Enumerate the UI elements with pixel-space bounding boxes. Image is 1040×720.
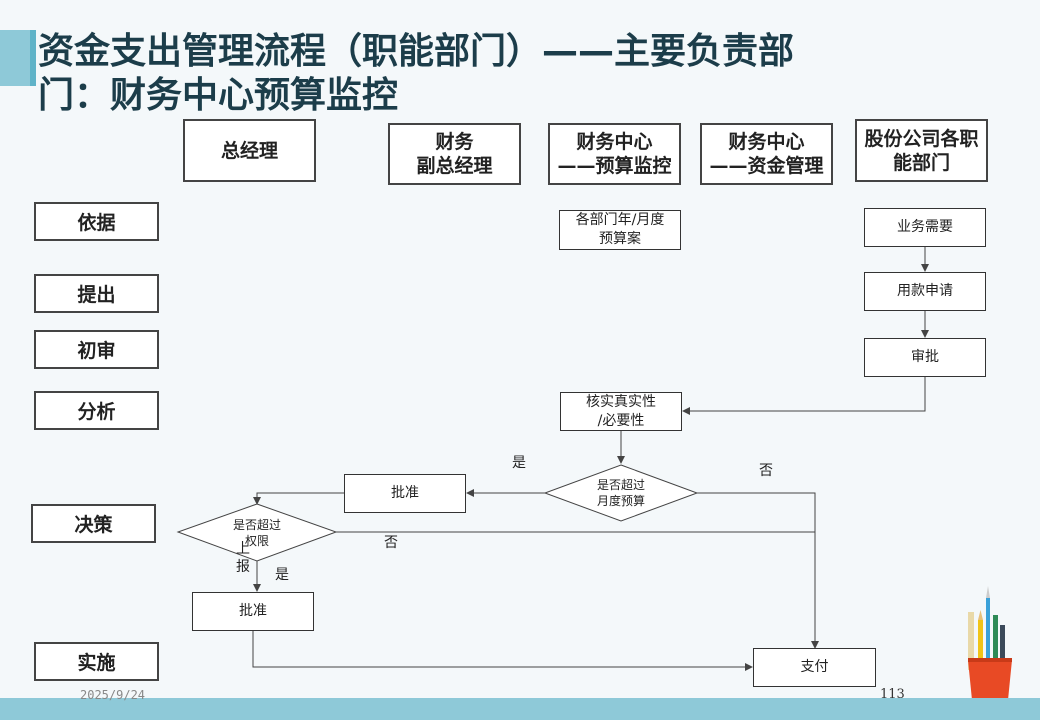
label-yes-1: 是 bbox=[512, 455, 526, 471]
footer-date: 2025/9/24 bbox=[80, 688, 146, 702]
node-business-need: 业务需要 bbox=[864, 208, 986, 247]
stage-basis: 依据 bbox=[34, 202, 159, 241]
stage-preliminary-review: 初审 bbox=[34, 330, 159, 369]
arrow-approve2-to-payment bbox=[252, 630, 753, 671]
node-payment: 支付 bbox=[753, 648, 876, 687]
slide-title: 资金支出管理流程（职能部门）——主要负责部门：财务中心预算监控 bbox=[38, 31, 795, 116]
title-accent-bar-dark bbox=[30, 30, 36, 86]
node-verify-authenticity: 核实真实性 /必要性 bbox=[560, 392, 682, 431]
arrow-approve-to-authority bbox=[253, 492, 344, 505]
label-no-1: 否 bbox=[759, 463, 773, 479]
label-no-2: 否 bbox=[384, 535, 398, 551]
node-budget-plan: 各部门年/月度 预算案 bbox=[559, 210, 681, 250]
decision-over-budget-diamond bbox=[543, 464, 699, 522]
node-approve-1: 批准 bbox=[344, 474, 466, 513]
pencil-cup-icon bbox=[968, 586, 1012, 700]
header-functional-departments: 股份公司各职 能部门 bbox=[855, 119, 988, 182]
title-accent-bar bbox=[0, 30, 30, 86]
node-approve-2: 批准 bbox=[192, 592, 314, 631]
header-finance-vp: 财务 副总经理 bbox=[388, 123, 521, 185]
node-over-budget-text: 是否超过 月度预算 bbox=[596, 478, 645, 508]
arrow-no-to-payment bbox=[697, 492, 819, 649]
stage-implementation: 实施 bbox=[34, 642, 159, 681]
stage-submit: 提出 bbox=[34, 274, 159, 313]
decision-over-authority-diamond bbox=[176, 503, 338, 562]
header-fund-management: 财务中心 ——资金管理 bbox=[700, 123, 833, 185]
header-budget-monitoring: 财务中心 ——预算监控 bbox=[548, 123, 681, 185]
node-payment-request: 用款申请 bbox=[864, 272, 986, 311]
stage-decision: 决策 bbox=[31, 504, 156, 543]
node-department-approval: 审批 bbox=[864, 338, 986, 377]
label-yes-2: 是 bbox=[275, 567, 289, 583]
footer-bar bbox=[0, 698, 1040, 720]
arrow-approval-to-verify bbox=[682, 376, 926, 415]
label-report: 上 报 bbox=[236, 541, 250, 575]
node-over-authority-text: 是否超过 权限 bbox=[232, 518, 281, 548]
header-general-manager: 总经理 bbox=[183, 119, 316, 182]
page-number: 113 bbox=[880, 687, 905, 702]
stage-analysis: 分析 bbox=[34, 391, 159, 430]
